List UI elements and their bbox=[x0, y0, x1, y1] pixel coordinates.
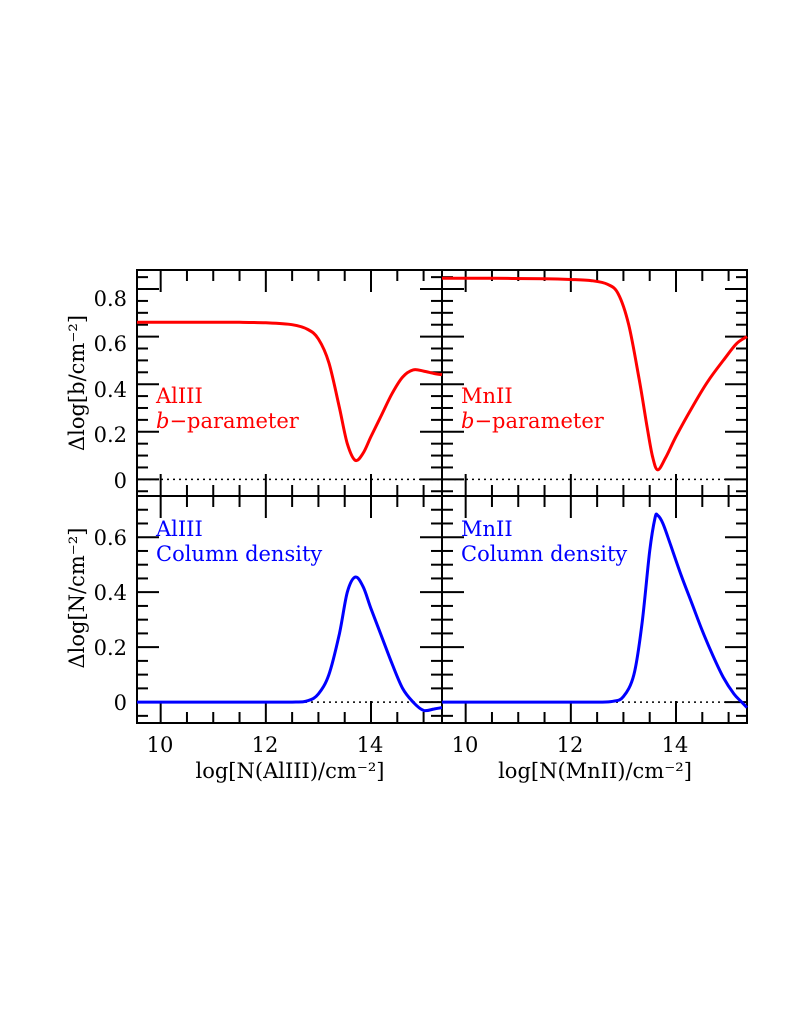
label-parameter: −parameter bbox=[474, 409, 604, 433]
axes-frames bbox=[136, 269, 748, 724]
xtick-left-12: 12 bbox=[252, 733, 279, 757]
label-ion: AlIII bbox=[155, 517, 203, 541]
curve-top-left bbox=[136, 320, 443, 463]
label-b-italic: b bbox=[461, 409, 474, 433]
xtick-right-12: 12 bbox=[557, 733, 584, 757]
label-quantity: Column density bbox=[461, 542, 627, 566]
xtick-right-10: 10 bbox=[452, 733, 479, 757]
panel-label-bottom-left: AlIII Column density bbox=[155, 517, 322, 566]
x-tick-labels-right: 10 12 14 bbox=[452, 733, 689, 757]
ytick-bottom-0.4: 0.4 bbox=[94, 581, 127, 605]
y-axis-title-top: Δlog[b/cm⁻²] bbox=[65, 315, 89, 451]
panel-label-top-right: MnII b−parameter bbox=[461, 384, 605, 433]
ytick-top-0.2: 0.2 bbox=[94, 423, 127, 447]
curve-bottom-left bbox=[137, 575, 443, 713]
ytick-top-0.8: 0.8 bbox=[94, 287, 127, 311]
label-quantity: Column density bbox=[156, 542, 322, 566]
panel-label-top-left: AlIII b−parameter bbox=[155, 384, 300, 433]
x-tick-labels-left: 10 12 14 bbox=[147, 733, 384, 757]
label-ion: MnII bbox=[461, 517, 513, 541]
label-parameter: −parameter bbox=[169, 409, 299, 433]
xtick-left-10: 10 bbox=[147, 733, 174, 757]
label-quantity: b−parameter bbox=[461, 409, 605, 433]
label-ion: AlIII bbox=[155, 384, 203, 408]
label-quantity: b−parameter bbox=[156, 409, 300, 433]
ytick-bottom-0: 0 bbox=[114, 691, 127, 715]
ytick-top-0.4: 0.4 bbox=[94, 378, 127, 402]
ytick-bottom-0.6: 0.6 bbox=[94, 526, 127, 550]
axes-frame-top-left bbox=[136, 269, 443, 497]
x-axis-title-right: log[N(MnII)/cm⁻²] bbox=[498, 759, 692, 783]
ytick-bottom-0.2: 0.2 bbox=[94, 636, 127, 660]
curve-bottom-right bbox=[442, 512, 749, 709]
panel-label-bottom-right: MnII Column density bbox=[461, 517, 627, 566]
axes-frame-bottom-right bbox=[441, 495, 748, 724]
x-axis-title-left: log[N(AlIII)/cm⁻²] bbox=[196, 759, 385, 783]
curve-top-right bbox=[441, 276, 748, 472]
label-b-italic: b bbox=[156, 409, 169, 433]
data-curves bbox=[136, 276, 749, 713]
ytick-top-0: 0 bbox=[114, 469, 127, 493]
y-tick-labels-top: 0 0.2 0.4 0.6 0.8 bbox=[94, 287, 127, 493]
ytick-top-0.6: 0.6 bbox=[94, 332, 127, 356]
y-tick-labels-bottom: 0 0.2 0.4 0.6 bbox=[94, 526, 127, 715]
axes-frame-top-right bbox=[441, 269, 748, 497]
xtick-left-14: 14 bbox=[357, 733, 384, 757]
y-axis-title-bottom: Δlog[N/cm⁻²] bbox=[65, 528, 89, 669]
axis-ticks bbox=[137, 270, 747, 723]
label-ion: MnII bbox=[461, 384, 513, 408]
xtick-right-14: 14 bbox=[662, 733, 689, 757]
